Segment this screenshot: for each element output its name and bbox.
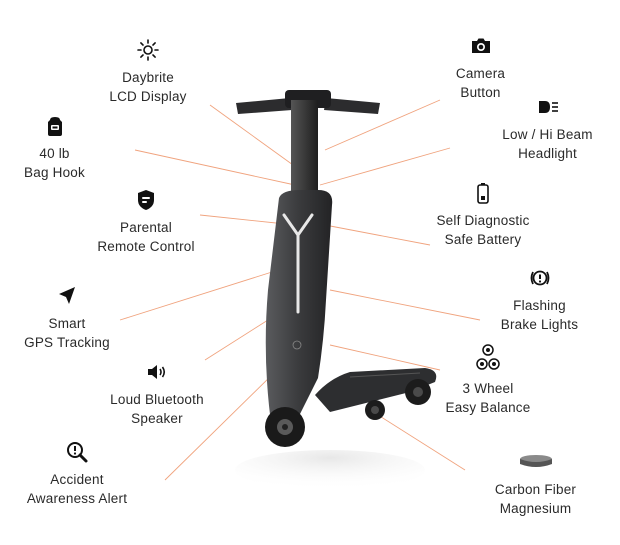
feature-brake-line1: Flashing — [513, 298, 566, 313]
feature-brake: Flashing Brake Lights — [482, 266, 597, 334]
leader-carbon — [377, 414, 466, 471]
leader-speaker — [204, 319, 269, 361]
leader-brake — [329, 289, 481, 321]
feature-daybrite-line2: LCD Display — [109, 89, 187, 104]
leader-wheel — [329, 344, 441, 371]
camera-icon — [467, 34, 495, 58]
leader-accident — [164, 371, 276, 481]
feature-battery: Self Diagnostic Safe Battery — [423, 181, 543, 249]
left-handlebar — [236, 98, 292, 114]
feature-headlight-line2: Headlight — [518, 146, 577, 161]
battery-icon — [469, 181, 497, 205]
leader-daybrite — [209, 104, 301, 171]
feature-baghook: 40 lb Bag Hook — [2, 114, 107, 182]
navigation-arrow-icon — [53, 284, 81, 308]
feature-headlight: Low / Hi Beam Headlight — [490, 95, 605, 163]
feature-carbon-line1: Carbon Fiber — [494, 482, 577, 497]
feature-gps-line2: GPS Tracking — [24, 335, 110, 350]
leader-camera — [324, 99, 441, 151]
leader-battery — [324, 224, 431, 246]
leader-gps — [119, 271, 273, 321]
right-handlebar — [324, 98, 380, 114]
feature-speaker: Loud Bluetooth Speaker — [97, 360, 217, 428]
feature-carbon: Carbon Fiber Magnesium — [478, 450, 593, 518]
feature-parental-line2: Remote Control — [97, 239, 195, 254]
warning-circle-icon — [526, 266, 554, 290]
alert-magnifier-icon — [63, 440, 91, 464]
feature-brake-line2: Brake Lights — [500, 317, 579, 332]
feature-battery-line1: Self Diagnostic — [436, 213, 530, 228]
leader-headlight — [319, 147, 451, 186]
shield-remote-icon — [132, 188, 160, 212]
feature-gps: Smart GPS Tracking — [12, 284, 122, 352]
y-light — [282, 213, 314, 314]
feature-speaker-line1: Loud Bluetooth — [110, 392, 204, 407]
feature-parental-line1: Parental — [120, 220, 172, 235]
feature-gps-line1: Smart — [48, 316, 86, 331]
feature-camera: Camera Button — [428, 34, 533, 102]
carbon-disc-icon — [516, 450, 556, 474]
feature-battery-line2: Safe Battery — [444, 232, 522, 247]
leader-baghook — [134, 149, 296, 186]
three-wheels-icon — [474, 343, 502, 373]
sun-icon — [134, 38, 162, 62]
headlight-icon — [534, 95, 562, 119]
feature-wheel-line2: Easy Balance — [445, 400, 531, 415]
logo-badge — [292, 340, 302, 350]
feature-speaker-line2: Speaker — [131, 411, 183, 426]
backpack-icon — [41, 114, 69, 138]
feature-camera-line1: Camera — [455, 66, 506, 81]
feature-parental: Parental Remote Control — [86, 188, 206, 256]
speaker-icon — [143, 360, 171, 384]
feature-camera-line2: Button — [460, 85, 501, 100]
feature-accident-line2: Awareness Alert — [26, 491, 128, 506]
scooter-deck — [315, 368, 437, 412]
feature-accident-line1: Accident — [50, 472, 104, 487]
feature-baghook-line2: Bag Hook — [24, 165, 85, 180]
feature-wheel: 3 Wheel Easy Balance — [433, 343, 543, 417]
feature-headlight-line1: Low / Hi Beam — [502, 127, 593, 142]
feature-baghook-line1: 40 lb — [39, 146, 70, 161]
feature-wheel-line1: 3 Wheel — [462, 381, 514, 396]
feature-carbon-line2: Magnesium — [499, 501, 572, 516]
feature-daybrite-line1: Daybrite — [122, 70, 174, 85]
feature-daybrite: Daybrite LCD Display — [93, 38, 203, 106]
feature-accident: Accident Awareness Alert — [12, 440, 142, 508]
floor-reflection — [235, 450, 425, 490]
